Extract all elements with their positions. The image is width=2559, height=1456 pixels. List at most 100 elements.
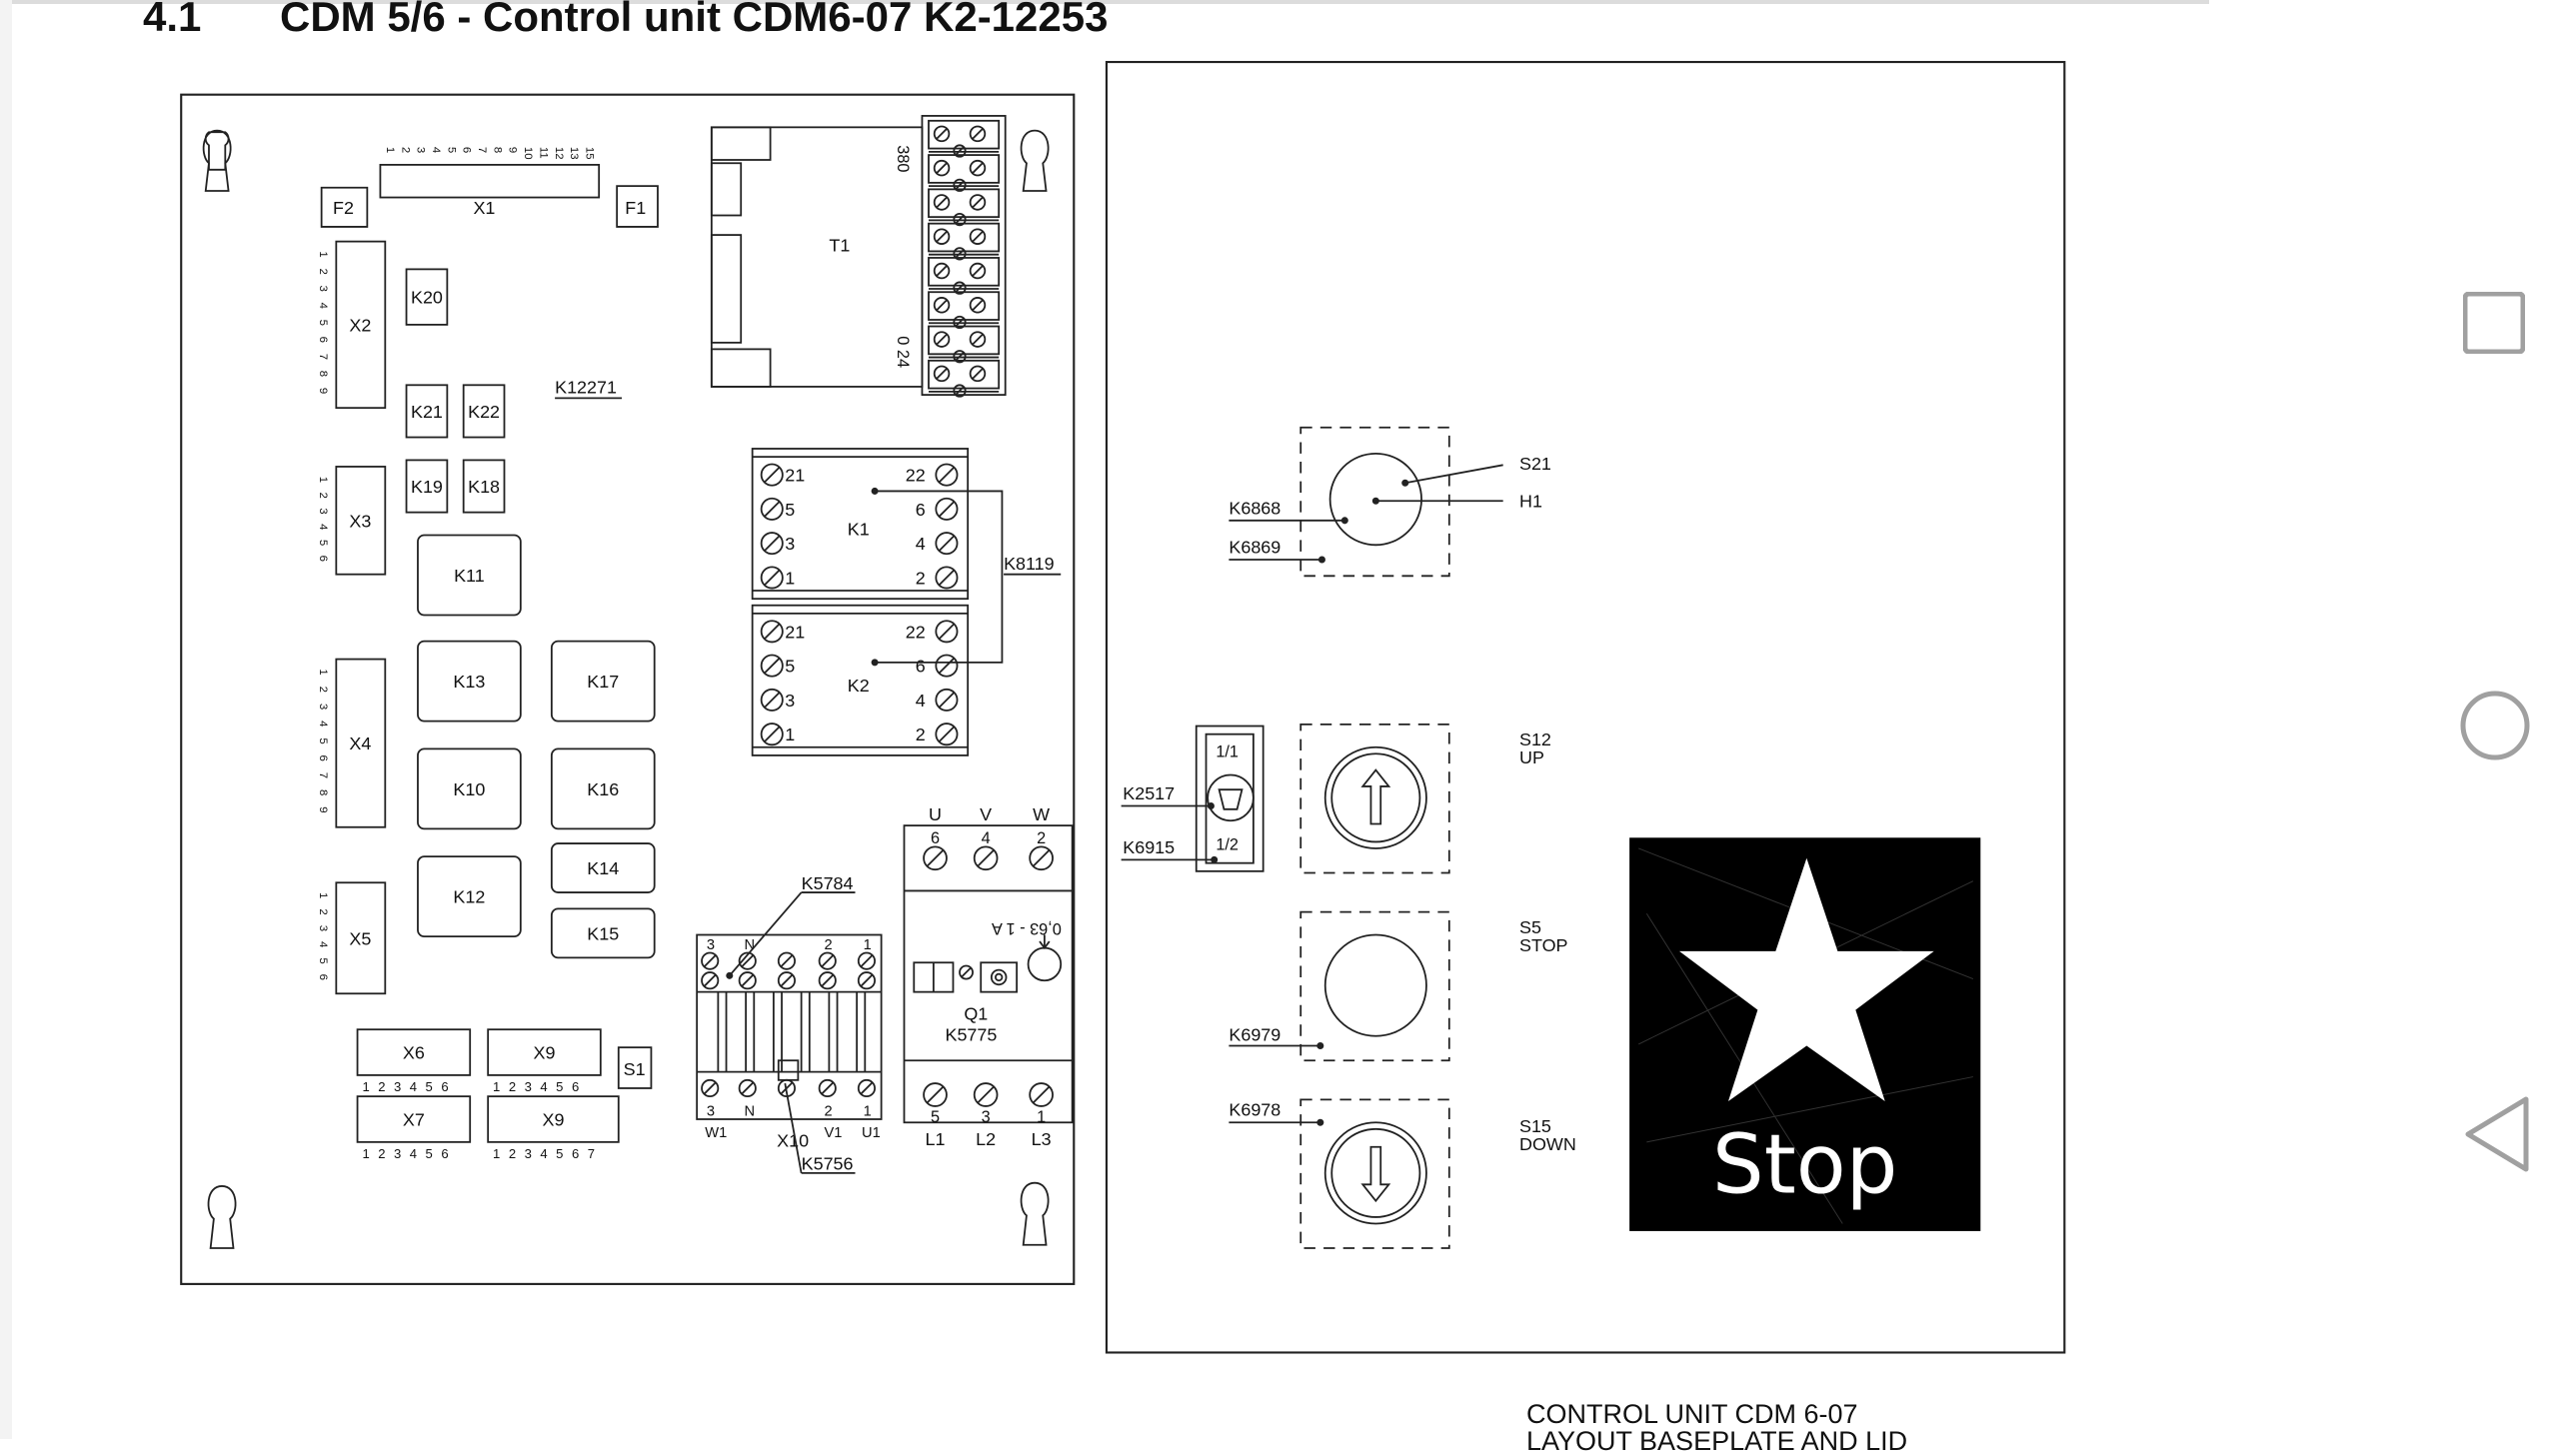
fuse-f1: F1 xyxy=(616,185,659,228)
relay-label: K21 xyxy=(411,402,443,422)
q1-current-range: 0,63 - 1 A xyxy=(992,919,1062,937)
terminal-screw xyxy=(760,620,784,644)
contactor-right-pin: 2 xyxy=(916,568,926,588)
stop-sign-text: Stop xyxy=(1712,1117,1898,1212)
x10-top-pin: 2 xyxy=(824,937,832,953)
star-icon xyxy=(1679,857,1934,1102)
relay-k12 xyxy=(417,855,522,938)
terminal-pin-number: 1 xyxy=(317,892,329,898)
terminal-pin-number: 3 xyxy=(317,508,329,514)
terminal-pin-number: 9 xyxy=(317,806,329,812)
x1-pin-number: 6 xyxy=(461,147,473,153)
contactor-right-pin: 22 xyxy=(906,622,926,642)
contactor-right-pin: 22 xyxy=(906,466,926,486)
switch-s12-up: S12 UP xyxy=(1299,724,1551,874)
fuse-f2-label: F2 xyxy=(333,198,354,218)
x10-label: X10 xyxy=(777,1131,809,1151)
transformer-label: T1 xyxy=(829,235,850,255)
x1-pin-number: 2 xyxy=(399,147,411,153)
home-button[interactable] xyxy=(2459,690,2531,761)
terminal-pin-number: 3 xyxy=(317,704,329,710)
contactor-left-pin: 1 xyxy=(785,568,795,588)
terminal-screw xyxy=(818,951,837,970)
terminal-screw xyxy=(953,247,967,261)
terminal-pin-number: 3 xyxy=(317,925,329,931)
switch-s1-label: S1 xyxy=(624,1059,646,1079)
terminal-screw xyxy=(857,971,876,990)
contactor-label: K2 xyxy=(848,676,870,696)
terminal-pin-number: 5 xyxy=(317,320,329,326)
contactor-right-pin: 2 xyxy=(916,725,926,744)
terminal-screw xyxy=(969,125,987,143)
terminal-pin-numbers: 1 2 3 4 5 6 xyxy=(362,1146,451,1161)
terminal-pin-number: 4 xyxy=(317,721,329,728)
contactor-left-pin: 21 xyxy=(785,622,805,642)
terminal-pin-number: 5 xyxy=(317,540,329,546)
terminal-screw xyxy=(953,178,967,192)
relay-label: K18 xyxy=(468,477,500,497)
terminal-screw xyxy=(973,845,999,871)
relay-label: K17 xyxy=(587,672,619,692)
terminal-screw xyxy=(760,654,784,678)
keyhole-icon xyxy=(1020,129,1050,192)
terminal-pin-number: 3 xyxy=(317,286,329,292)
h1-label: H1 xyxy=(1519,492,1542,512)
relay-label: K22 xyxy=(468,402,500,422)
terminal-pin-number: 2 xyxy=(317,268,329,274)
relay-label: K11 xyxy=(454,566,485,586)
s15-wire-k6978: K6978 xyxy=(1229,1100,1280,1120)
terminal-pin-number: 4 xyxy=(317,524,329,531)
relay-k21 xyxy=(405,384,449,439)
terminal-screw xyxy=(701,951,720,970)
s5-wire-k6979: K6979 xyxy=(1229,1025,1280,1045)
back-triangle-icon xyxy=(2465,1096,2529,1172)
terminal-pin-number: 6 xyxy=(317,974,329,980)
recents-button[interactable] xyxy=(2462,291,2526,355)
terminal-screw xyxy=(933,194,951,211)
terminal-screw xyxy=(959,964,974,980)
terminal-screw xyxy=(738,971,757,990)
terminal-screw xyxy=(933,297,951,314)
q1-line-label: L3 xyxy=(1032,1129,1052,1149)
contactor-left-pin: 3 xyxy=(785,534,795,554)
terminal-pin-numbers: 1 2 3 4 5 6 7 xyxy=(493,1146,597,1161)
key-switch-pos1: 1/1 xyxy=(1216,743,1239,761)
lid-outline xyxy=(1105,60,2066,1354)
terminal-screw xyxy=(760,463,784,487)
terminal-screw xyxy=(760,688,784,712)
arrow-down-icon xyxy=(1360,1145,1391,1203)
terminal-screw xyxy=(935,566,959,590)
relay-k10 xyxy=(417,747,522,830)
x10-v1-label: V1 xyxy=(824,1125,842,1141)
key-icon xyxy=(1218,788,1244,810)
relay-k13 xyxy=(417,640,522,723)
contactor-left-pin: 21 xyxy=(785,466,805,486)
relay-label: K15 xyxy=(587,923,619,943)
key-switch: 1/1 1/2 K2517 K6915 xyxy=(1121,725,1265,872)
terminal-screw xyxy=(777,951,796,970)
relay-k19 xyxy=(405,459,449,514)
square-icon xyxy=(2462,291,2526,355)
terminal-label: X6 xyxy=(403,1043,425,1063)
x10-bottom-pin: 1 xyxy=(864,1104,872,1120)
relay-k16 xyxy=(550,747,656,830)
terminal-screw xyxy=(969,331,987,348)
x10-bottom-pin: 3 xyxy=(707,1104,715,1120)
back-button[interactable] xyxy=(2462,1095,2530,1178)
terminal-screw xyxy=(935,654,959,678)
contactor-left-pin: 3 xyxy=(785,691,795,711)
x1-connector xyxy=(379,164,601,199)
terminal-pin-number: 8 xyxy=(317,371,329,377)
q1-line-label: L2 xyxy=(976,1129,996,1149)
terminal-label: X9 xyxy=(542,1110,564,1130)
terminal-screw xyxy=(969,365,987,383)
terminal-screw xyxy=(857,951,876,970)
terminal-pin-number: 7 xyxy=(317,772,329,778)
